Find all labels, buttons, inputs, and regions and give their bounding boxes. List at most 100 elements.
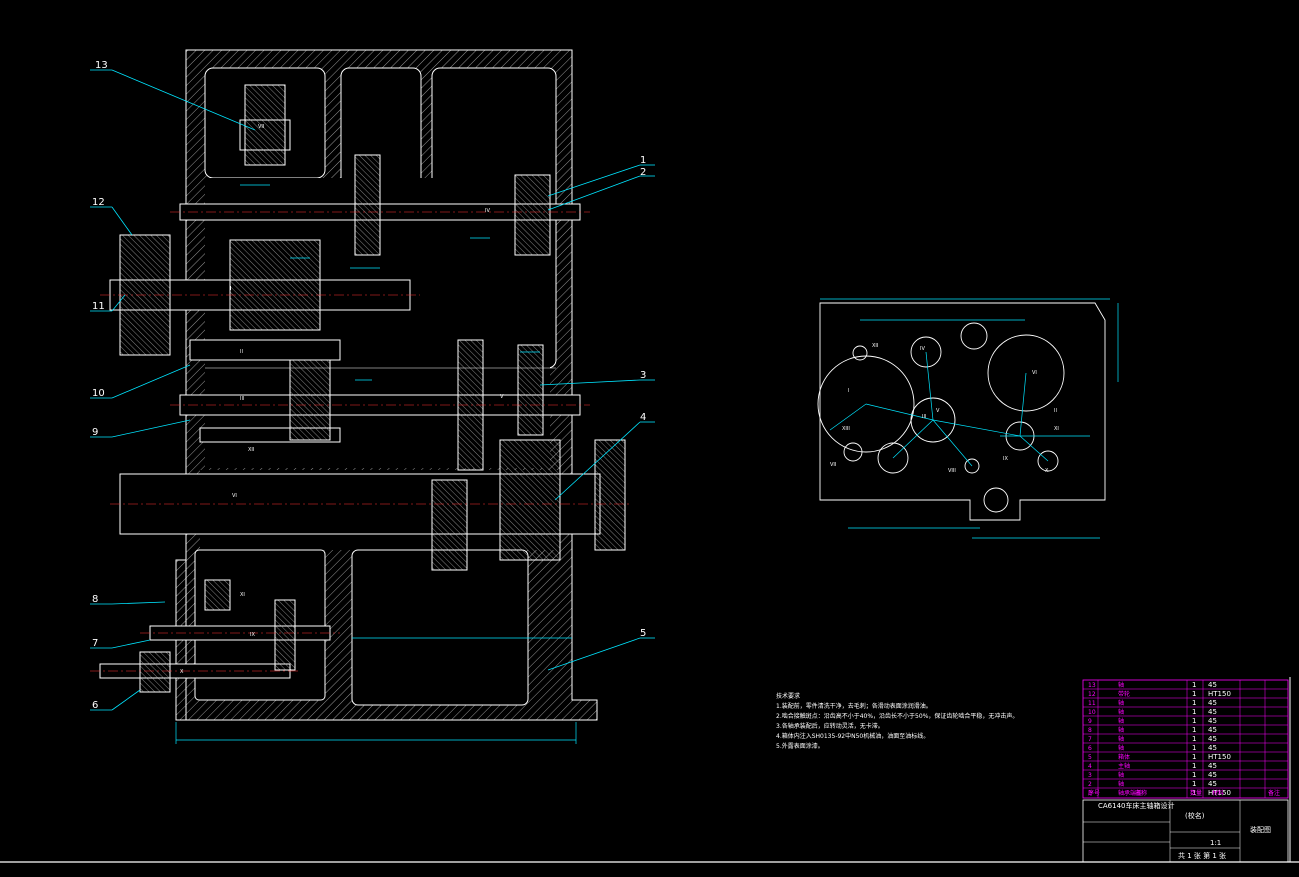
parts-cell-qty: 1 [1192, 735, 1196, 743]
school-name: (校名) [1185, 811, 1205, 820]
parts-cell-mat: HT150 [1208, 789, 1231, 797]
sec-label-iv: IV [920, 346, 925, 352]
parts-cell-qty: 1 [1192, 726, 1196, 734]
note-line-2: 2.啮合接触斑点：沿齿高不小于40%，沿齿长不小于50%，保证齿轮啮合平稳，无冲… [776, 712, 1018, 720]
parts-cell-qty: 1 [1192, 744, 1196, 752]
parts-cell-no: 9 [1088, 718, 1092, 725]
parts-row: 7 轴 1 45 [1088, 735, 1217, 743]
parts-cell-mat: 45 [1208, 717, 1217, 725]
parts-cell-name: 轴 [1118, 708, 1124, 716]
callout-8: 8 [92, 594, 98, 605]
sec-label-xi: XI [1054, 426, 1059, 432]
sec-label-vii: VII [830, 462, 836, 468]
parts-cell-mat: 45 [1208, 699, 1217, 707]
parts-cell-mat: 45 [1208, 744, 1217, 752]
parts-cell-mat: 45 [1208, 771, 1217, 779]
parts-cell-name: 轴 [1118, 744, 1124, 752]
sec-label-ix: IX [1003, 456, 1008, 462]
parts-cell-mat: 45 [1208, 780, 1217, 788]
parts-cell-name: 带轮 [1118, 690, 1130, 698]
parts-cell-mat: 45 [1208, 735, 1217, 743]
drawing-name: 装配图 [1250, 825, 1271, 834]
parts-cell-no: 4 [1088, 763, 1092, 770]
dimension-lines [175, 184, 577, 744]
callout-11: 11 [92, 301, 105, 312]
callout-leaders [90, 69, 655, 711]
parts-cell-name: 轴 [1118, 699, 1124, 707]
shaft-label-iii: III [240, 396, 244, 402]
sec-label-v: V [936, 408, 940, 414]
centerlines [90, 211, 630, 672]
header-no: 序号 [1088, 789, 1100, 797]
callout-9: 9 [92, 427, 98, 438]
parts-row: 2 轴 1 45 [1088, 780, 1217, 788]
callout-10: 10 [92, 388, 105, 399]
parts-cell-no: 5 [1088, 754, 1092, 761]
parts-cell-mat: HT150 [1208, 690, 1231, 698]
parts-row: 9 轴 1 45 [1088, 717, 1217, 725]
callout-1: 1 [640, 155, 646, 166]
shaft-label-iv: IV [485, 208, 490, 214]
sec-label-x: X [1045, 468, 1049, 474]
parts-cell-no: 6 [1088, 745, 1092, 752]
note-line-5: 5.外露表面涂漆。 [776, 742, 824, 750]
parts-cell-qty: 1 [1192, 753, 1196, 761]
note-line-3: 3.各轴承装配后，应转动灵活，无卡滞。 [776, 722, 884, 730]
callout-3: 3 [640, 370, 646, 381]
parts-cell-no: 2 [1088, 781, 1092, 788]
parts-cell-qty: 1 [1192, 780, 1196, 788]
sheet-count: 共 1 张 第 1 张 [1178, 851, 1226, 860]
parts-cell-name: 轴 [1118, 717, 1124, 725]
callout-5: 5 [640, 628, 646, 639]
parts-cell-no: 11 [1088, 700, 1096, 707]
callout-4: 4 [640, 412, 646, 423]
header-name: 名称 [1135, 789, 1147, 797]
callout-7: 7 [92, 638, 98, 649]
parts-cell-qty: 1 [1192, 717, 1196, 725]
parts-cell-qty: 1 [1192, 771, 1196, 779]
section-view [817, 302, 1106, 521]
header-material: 材料 [1212, 789, 1224, 797]
callout-13: 13 [95, 60, 108, 71]
parts-cell-mat: 45 [1208, 762, 1217, 770]
parts-cell-no: 13 [1088, 682, 1096, 689]
title-block: CA6140车床主轴箱设计 (校名) 装配图 1:1 共 1 张 第 1 张 [1082, 799, 1289, 863]
callout-numbers: 13 1 2 3 4 5 12 11 10 9 8 7 6 [92, 60, 646, 711]
shaft-label-vi: VI [232, 493, 237, 499]
callout-2: 2 [640, 167, 646, 178]
parts-cell-qty: 1 [1192, 708, 1196, 716]
parts-cell-no: 7 [1088, 736, 1092, 743]
section-shaft-labels: XII IV I VI XIII II V III VII VIII IX X … [830, 343, 1059, 474]
parts-row: 6 轴 1 45 [1088, 744, 1217, 752]
header-qty: 数量 [1190, 789, 1202, 797]
parts-cell-qty: 1 [1192, 762, 1196, 770]
parts-cell-name: 轴 [1118, 735, 1124, 743]
parts-cell-name: 轴 [1118, 726, 1124, 734]
parts-cell-qty: 1 [1192, 699, 1196, 707]
parts-cell-mat: 45 [1208, 681, 1217, 689]
shaft-label-i: I [230, 286, 231, 292]
shaft-labels: VII IV I II III V VI XII IX X XI [180, 124, 504, 675]
note-line-1: 1.装配前，零件清洗干净，去毛刺；各滑动表面涂润滑油。 [776, 702, 932, 710]
header-remarks: 备注 [1268, 789, 1280, 797]
parts-cell-no: 3 [1088, 772, 1092, 779]
sec-label-i: I [848, 388, 849, 394]
parts-cell-mat: 45 [1208, 708, 1217, 716]
notes-title: 技术要求 [776, 692, 800, 700]
parts-cell-no: 8 [1088, 727, 1092, 734]
parts-cell-qty: 1 [1192, 681, 1196, 689]
parts-cell-name: 轴 [1118, 780, 1124, 788]
sec-label-viii: VIII [948, 468, 956, 474]
callout-12: 12 [92, 197, 105, 208]
parts-cell-name: 轴承端盖 [1118, 789, 1142, 797]
shaft-label-vii: VII [258, 124, 264, 130]
parts-cell-qty: 1 [1192, 690, 1196, 698]
sec-label-iii: III [922, 414, 926, 420]
section-dimensions [820, 298, 1119, 539]
